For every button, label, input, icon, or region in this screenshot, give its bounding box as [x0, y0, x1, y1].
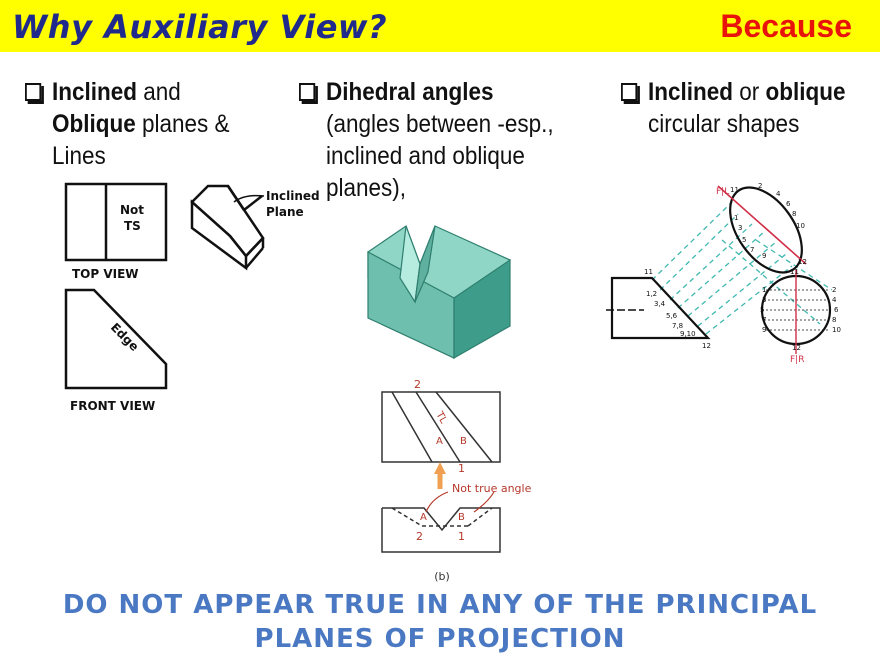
block-side-face: [453, 258, 511, 360]
svg-text:7: 7: [762, 316, 766, 324]
svg-text:3: 3: [738, 224, 742, 232]
pointer-arrow-b: [473, 491, 495, 513]
svg-text:4: 4: [832, 296, 837, 304]
svg-text:12: 12: [702, 342, 711, 350]
label-a2: A: [420, 512, 427, 523]
svg-text:1: 1: [734, 214, 738, 222]
dihedral-angle-figure: [367, 225, 511, 360]
edge-label: Edge: [108, 320, 142, 354]
svg-text:6: 6: [786, 200, 791, 208]
bullet-text-run: Inclined: [648, 78, 734, 106]
because-label: Because: [720, 8, 852, 44]
svg-text:3,4: 3,4: [654, 300, 666, 308]
svg-text:3: 3: [762, 296, 766, 304]
svg-text:5: 5: [760, 306, 764, 314]
label-2-bot: 2: [416, 530, 423, 543]
label-b2: B: [458, 512, 465, 523]
pointer-arrow-a: [425, 491, 449, 513]
svg-text:5,6: 5,6: [666, 312, 678, 320]
svg-text:8: 8: [832, 316, 836, 324]
bullet-text-run: planes & Lines: [52, 110, 230, 170]
svg-text:12: 12: [798, 258, 807, 266]
checkbox-bullet-icon: [25, 83, 42, 101]
svg-text:7: 7: [750, 246, 754, 254]
top-view-box: [64, 182, 168, 262]
bullet-text-run: and: [137, 78, 181, 106]
bullet-text-run: Oblique: [52, 110, 136, 138]
dihedral-views-figure: 2 TL A B 1 Not true angle A B 2 1 (b): [381, 378, 532, 583]
title-bar: Why Auxiliary View? Because: [0, 0, 880, 52]
auxiliary-axis: [717, 185, 807, 265]
svg-text:11: 11: [730, 186, 739, 194]
not-label: Not: [120, 203, 144, 217]
slide-title: Why Auxiliary View?: [12, 8, 388, 46]
bullet-text-run: or: [733, 78, 766, 106]
checkbox-bullet-icon: [621, 83, 638, 101]
bullet-text-run: circular shapes: [648, 110, 800, 138]
svg-text:8: 8: [792, 210, 796, 218]
svg-text:5: 5: [742, 236, 746, 244]
svg-text:12: 12: [792, 344, 801, 352]
svg-text:11: 11: [790, 268, 799, 276]
fr-label: F|R: [790, 355, 804, 365]
svg-text:11: 11: [644, 268, 653, 276]
label-1-mid: 1: [458, 462, 465, 475]
conclusion-line-1: DO NOT APPEAR TRUE IN ANY OF THE PRINCIP…: [62, 590, 818, 620]
inclined-label: Inclined: [266, 189, 320, 203]
bullet-inclined-oblique-planes: Inclined and Oblique planes & Lines: [25, 76, 241, 172]
svg-text:1: 1: [762, 286, 766, 294]
svg-text:10: 10: [796, 222, 805, 230]
ts-label: TS: [124, 219, 141, 233]
label-1-bot: 1: [458, 530, 465, 543]
label-2-top: 2: [414, 378, 421, 391]
svg-text:6: 6: [834, 306, 839, 314]
leader-line: [233, 194, 265, 203]
bullet-text-run: (angles between -esp., inclined and obli…: [326, 110, 554, 202]
svg-text:9: 9: [762, 326, 766, 334]
top-view-label: TOP VIEW: [72, 267, 139, 281]
svg-text:9,10: 9,10: [680, 330, 696, 338]
svg-text:10: 10: [832, 326, 841, 334]
bullet-text-run: Inclined: [52, 78, 138, 106]
auxiliary-ellipse: [729, 186, 803, 274]
svg-text:9: 9: [762, 252, 766, 260]
svg-text:4: 4: [776, 190, 781, 198]
fl-label: F|L: [716, 187, 729, 197]
front-view-labels: 11 1,2 3,4 5,6 7,8 9,10 12: [644, 268, 711, 350]
front-view-label: FRONT VIEW: [70, 399, 155, 413]
svg-text:2: 2: [832, 286, 836, 294]
label-b: B: [460, 436, 467, 447]
conclusion-line-2: PLANES OF PROJECTION: [254, 624, 626, 654]
ellipse-labels: 11 2 4 6 8 10 12 9 7 5 3 1: [730, 182, 807, 266]
lower-view-box: [381, 507, 501, 553]
not-true-angle-label: Not true angle: [452, 482, 532, 495]
projector-lines: [651, 201, 833, 335]
bullet-text-run: oblique: [765, 78, 846, 106]
inclined-plane-figure: Not TS TOP VIEW Edge FRONT VIEW Inclined…: [64, 182, 320, 413]
checkbox-bullet-icon: [299, 83, 316, 101]
figure-caption: (b): [434, 570, 450, 583]
svg-text:1,2: 1,2: [646, 290, 657, 298]
bullet-circular-shapes: Inclined or oblique circular shapes: [621, 76, 846, 140]
label-a: A: [436, 436, 443, 447]
circular-shape-figure: F|L F|R 11 2 4 6 8 10 12 9 7 5 3 1 11 1 …: [606, 182, 841, 365]
conclusion-text: DO NOT APPEAR TRUE IN ANY OF THE PRINCIP…: [0, 588, 880, 656]
bullet-dihedral-angles: Dihedral angles (angles between -esp., i…: [299, 76, 562, 204]
plane-label: Plane: [266, 205, 304, 219]
bullet-text-run: Dihedral angles: [326, 78, 494, 106]
front-view-shape: [610, 276, 711, 340]
svg-text:7,8: 7,8: [672, 322, 683, 330]
inclined-plane-pictorial: [190, 184, 265, 271]
front-view-shape: [64, 288, 168, 390]
svg-text:2: 2: [758, 182, 762, 190]
upper-view-box: [381, 391, 501, 463]
circle-labels: 11 1 2 3 4 5 6 7 8 9 10 12: [760, 268, 841, 352]
